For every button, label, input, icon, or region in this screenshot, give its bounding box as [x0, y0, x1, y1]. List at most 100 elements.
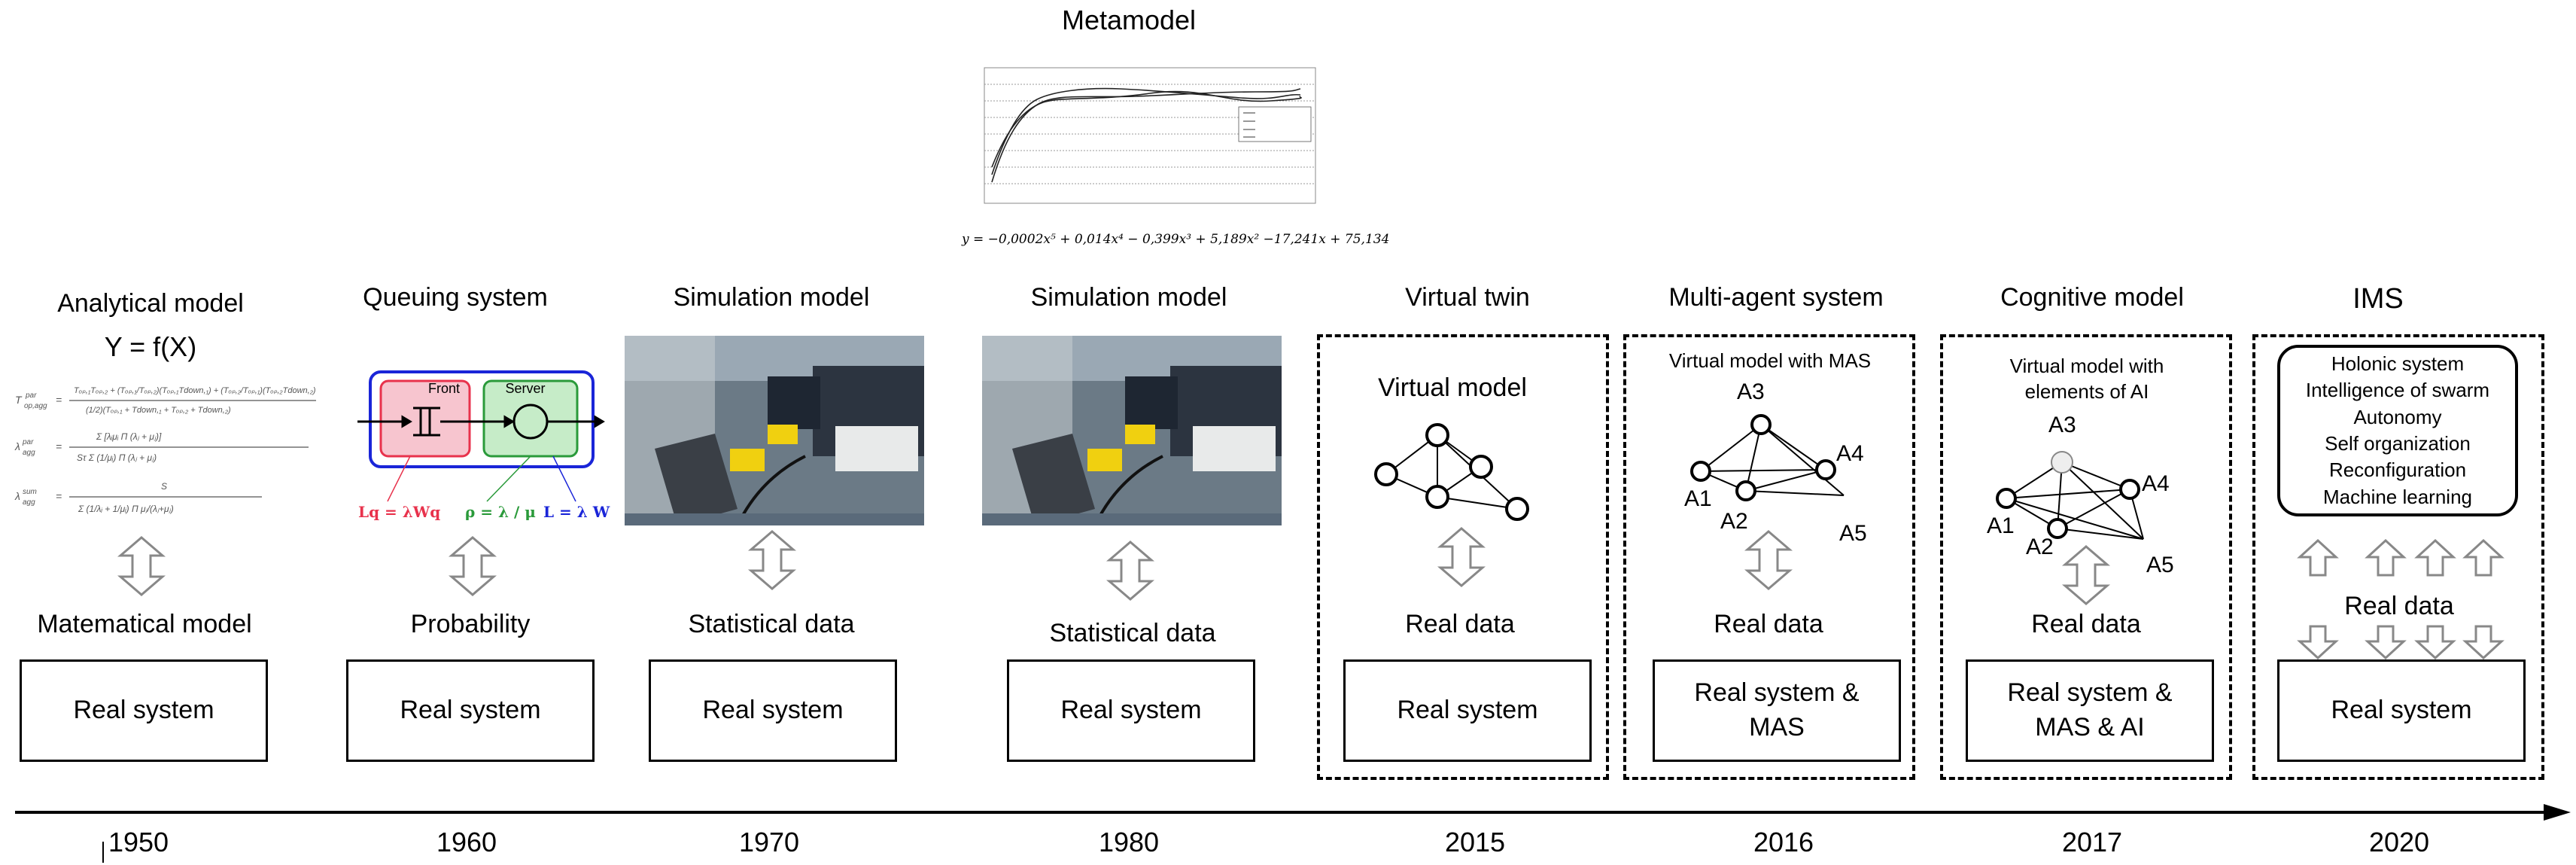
data-label-2015: Real data: [1405, 610, 1515, 638]
era-title-2020: IMS: [2352, 283, 2404, 315]
double-arrow-2016: [1744, 530, 1793, 590]
group-virtual-twin: [1317, 334, 1609, 780]
equation-l: L = λ W: [543, 503, 610, 521]
data-label-2016: Real data: [1714, 610, 1823, 638]
data-label-2020: Real data: [2344, 592, 2454, 620]
year-2017: 2017: [2061, 827, 2123, 857]
metamodel-title: Metamodel: [1061, 5, 1197, 35]
ims-item-reconfiguration: Reconfiguration: [2328, 458, 2467, 482]
era-title-2015: Virtual twin: [1405, 283, 1530, 312]
queue-front-label: Front: [427, 381, 460, 396]
double-arrow-2017: [2062, 545, 2110, 605]
simulation-screenshot-1970: [625, 336, 924, 525]
mas-agent-a2: A2: [1720, 509, 1748, 534]
virtual-twin-network: [1374, 423, 1529, 521]
real-system-box-1970: Real system: [649, 659, 897, 762]
mas-network: [1690, 414, 1845, 501]
data-label-1980: Statistical data: [1049, 619, 1216, 647]
ai-agent-a5: A5: [2146, 553, 2174, 577]
real-system-box-2017: Real system & MAS & AI: [1966, 659, 2214, 762]
metamodel-equation: y = −0,0002x⁵ + 0,014x⁴ − 0,399x³ + 5,18…: [962, 232, 1390, 247]
analytical-formulas: Top,agg par = Tₒₚ,₁Tₒₚ,₂ + (Tₒₚ,₁/Tₒₚ,₂)(…: [14, 386, 316, 514]
real-system-label-1980: Real system: [1060, 696, 1202, 725]
year-1950: 1950: [108, 827, 169, 857]
double-arrow-2015: [1437, 527, 1486, 587]
svg-text:=: =: [56, 440, 62, 452]
timeline-tick: [102, 842, 104, 863]
ims-down-arrows: [2297, 625, 2505, 659]
analytical-formula-title: Y = f(X): [104, 331, 197, 362]
mas-model-label: Virtual model with MAS: [1668, 349, 1872, 372]
real-system-label-1960: Real system: [400, 696, 541, 725]
real-system-label-2020: Real system: [2331, 696, 2472, 725]
ims-item-machine-learning: Machine learning: [2322, 485, 2472, 508]
double-arrow-1970: [748, 530, 796, 590]
real-system-box-2016: Real system & MAS: [1653, 659, 1901, 762]
real-system-label-1970: Real system: [702, 696, 844, 725]
real-system-label-2016-line-1: Real system &: [1694, 678, 1860, 708]
real-system-label-2015: Real system: [1397, 696, 1538, 725]
svg-text:=: =: [56, 490, 62, 502]
group-multi-agent: [1623, 334, 1915, 780]
svg-text:Tₒₚ,₁Tₒₚ,₂ + (Tₒₚ,₁/Tₒₚ,₂)(Tₒₚ: Tₒₚ,₁Tₒₚ,₂ + (Tₒₚ,₁/Tₒₚ,₂)(Tₒₚ,₁Tdown,₁)…: [74, 386, 316, 395]
ai-agent-a4: A4: [2142, 471, 2170, 496]
mas-agent-a3: A3: [1737, 379, 1765, 404]
ai-agent-a1: A1: [1987, 513, 2015, 538]
cognitive-model-label-line-2: elements of AI: [2024, 379, 2149, 403]
mas-agent-a5: A5: [1839, 521, 1867, 546]
svg-text:Σ (1/λᵢ + 1/μᵢ) Π μⱼ/(λⱼ+μⱼ): Σ (1/λᵢ + 1/μᵢ) Π μⱼ/(λⱼ+μⱼ): [78, 504, 174, 514]
era-title-1980: Simulation model: [1030, 283, 1227, 312]
timeline-arrow: [15, 804, 2571, 821]
data-label-1970: Statistical data: [688, 610, 855, 638]
equation-lq: Lq = λWq: [358, 503, 441, 521]
data-label-1950: Matematical model: [37, 610, 252, 638]
queue-front-box: [379, 379, 471, 458]
svg-text:λ: λ: [14, 490, 20, 502]
svg-text:sum: sum: [23, 488, 37, 496]
svg-text:=: =: [56, 394, 62, 406]
era-title-1950: Analytical model: [57, 289, 244, 318]
year-1980: 1980: [1098, 827, 1160, 857]
era-title-1970: Simulation model: [673, 283, 870, 312]
svg-text:λ: λ: [14, 440, 20, 452]
ims-feature-list: Holonic system Intelligence of swarm Aut…: [2277, 345, 2518, 516]
svg-text:T: T: [15, 394, 23, 406]
real-system-box-1960: Real system: [346, 659, 595, 762]
double-arrow-1980: [1106, 541, 1154, 601]
server-label: Server: [505, 381, 546, 396]
real-system-label-2017-line-1: Real system &: [2007, 678, 2173, 708]
svg-text:agg: agg: [23, 498, 35, 507]
mas-agent-a1: A1: [1684, 486, 1712, 511]
svg-text:Sτ Σ (1/μᵢ) Π (λⱼ + μⱼ): Sτ Σ (1/μᵢ) Π (λⱼ + μⱼ): [77, 452, 157, 463]
year-2020: 2020: [2368, 827, 2430, 857]
double-arrow-1950: [117, 536, 166, 596]
cognitive-network: [1996, 451, 2144, 540]
ims-item-holonic: Holonic system: [2331, 352, 2465, 375]
era-title-2017: Cognitive model: [2000, 283, 2184, 312]
data-label-1960: Probability: [410, 610, 531, 638]
real-system-label-2017-line-2: MAS & AI: [2035, 713, 2145, 742]
group-ims: [2252, 334, 2544, 780]
simulation-screenshot-1980: [982, 336, 1282, 525]
real-system-label-2016-line-2: MAS: [1749, 713, 1805, 742]
year-1970: 1970: [738, 827, 800, 857]
svg-text:Σ [λᵢμᵢ Π (λⱼ + μⱼ)]: Σ [λᵢμᵢ Π (λⱼ + μⱼ)]: [96, 431, 162, 442]
svg-text:(1/2)(Tₒₚ,₁ + Tdown,₁ + Tₒₚ,₂: (1/2)(Tₒₚ,₁ + Tdown,₁ + Tₒₚ,₂ + Tdown,₂): [86, 406, 231, 415]
svg-text:agg: agg: [23, 449, 35, 457]
year-1960: 1960: [436, 827, 497, 857]
cognitive-model-label-line-1: Virtual model with: [2009, 355, 2164, 377]
svg-text:par: par: [25, 391, 37, 400]
cognitive-model-label: Virtual model with elements of AI: [1955, 354, 2219, 405]
double-arrow-1960: [449, 536, 497, 596]
real-system-label-1950: Real system: [73, 696, 214, 725]
era-title-2016: Multi-agent system: [1668, 283, 1884, 312]
ai-agent-a2: A2: [2026, 535, 2054, 559]
svg-text:par: par: [22, 438, 34, 446]
equation-rho: ρ = λ / μ: [465, 503, 536, 521]
ims-up-arrows: [2297, 539, 2505, 577]
ims-item-autonomy: Autonomy: [2353, 405, 2442, 428]
year-2016: 2016: [1753, 827, 1814, 857]
virtual-model-label: Virtual model: [1378, 373, 1527, 402]
data-label-2017: Real data: [2031, 610, 2141, 638]
svg-text:op,agg: op,agg: [24, 402, 47, 410]
